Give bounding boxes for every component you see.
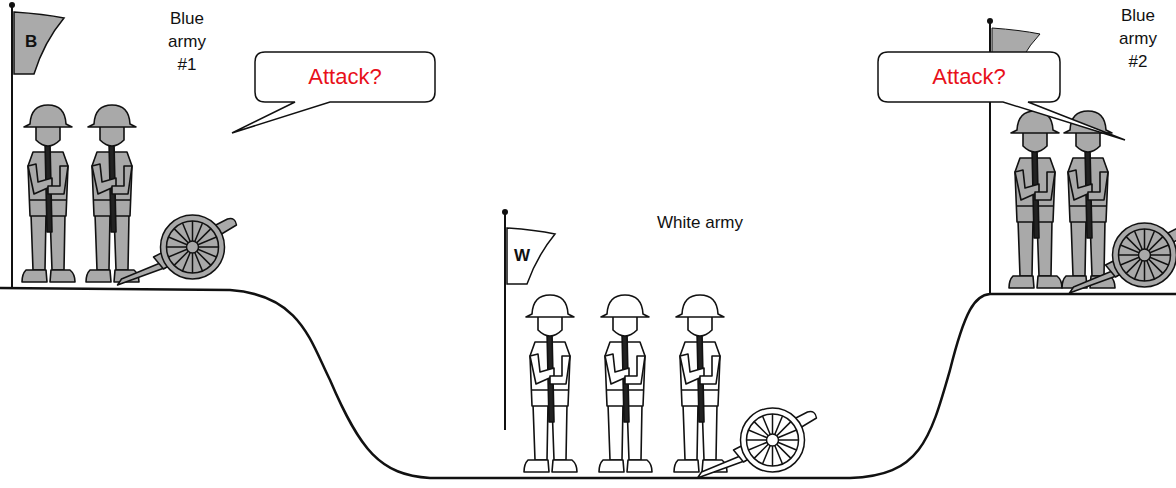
pole-tip (9, 2, 993, 215)
blue-army-2 (1009, 111, 1176, 293)
flag-text: B (25, 33, 64, 50)
speech-bubble-text: Attack? (932, 66, 1005, 88)
army-label: Blue army #1 (160, 8, 214, 77)
flag-pole (12, 6, 990, 430)
flag-path (507, 228, 555, 284)
speech-bubble-text: Attack? (308, 66, 381, 88)
flag: B (14, 12, 64, 74)
flag: W (507, 228, 555, 284)
army-label: White army (650, 212, 750, 235)
speech-bubble: Attack? (255, 52, 435, 102)
flag-text: W (514, 247, 555, 264)
army-label: Blue army #2 (1110, 5, 1166, 74)
flag-outline (14, 12, 64, 74)
flag-path (14, 12, 64, 74)
speech-bubble-path (232, 52, 435, 133)
blue-army-1 (22, 105, 237, 285)
speech-bubble: Attack? (878, 52, 1060, 102)
white-army (524, 295, 817, 478)
speech-bubble-path (878, 52, 1125, 140)
terrain-line (0, 288, 1176, 478)
